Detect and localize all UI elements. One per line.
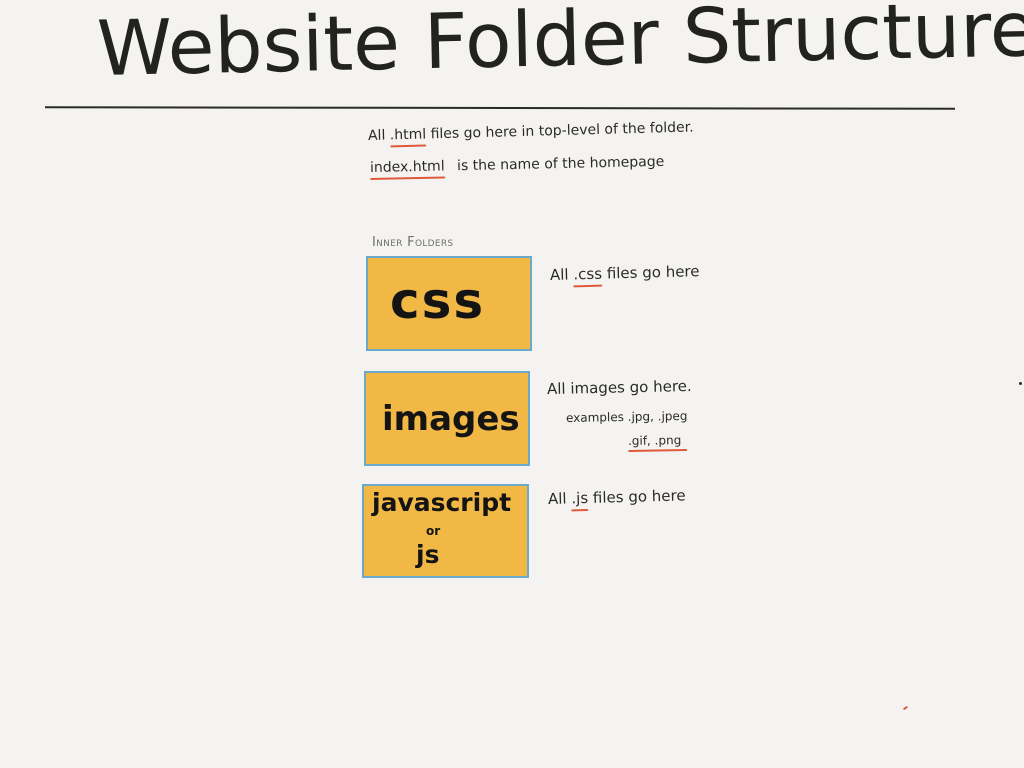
js-note-suffix: files go here (592, 486, 686, 507)
css-folder-box: css (366, 256, 532, 351)
title-divider (44, 106, 956, 110)
page-title: Website Folder Structure (96, 0, 1024, 93)
intro-line-2-suffix: is the name of the homepage (456, 153, 665, 175)
images-folder-note-line-3: .gif, .png (628, 433, 688, 448)
javascript-folder-label-line-3: js (416, 540, 440, 569)
html-extension-highlight: .html (389, 126, 427, 144)
intro-line-2: index.html is the name of the homepage (370, 154, 665, 176)
images-folder-note-line-2: examples .jpg, .jpeg (565, 408, 688, 425)
javascript-folder-label-line-1: javascript (372, 488, 512, 517)
javascript-folder-note: All .js files go here (548, 486, 686, 508)
js-extension-highlight: .js (571, 488, 589, 508)
css-note-prefix: All (549, 265, 569, 284)
images-folder-label: images (382, 399, 520, 439)
intro-line-1: All .html files go here in top-level of … (368, 119, 694, 144)
stray-ink-mark (902, 705, 909, 711)
intro-line-1-prefix: All (367, 127, 386, 144)
intro-line-1-suffix: files go here in top-level of the folder… (430, 119, 694, 143)
css-note-suffix: files go here (606, 262, 700, 283)
index-html-highlight: index.html (369, 158, 445, 176)
image-extensions-highlight: .gif, .png (628, 433, 688, 448)
js-note-prefix: All (547, 489, 567, 508)
javascript-folder-label-line-2: or (426, 524, 441, 538)
css-extension-highlight: .css (573, 264, 603, 284)
inner-folders-label: Inner Folders (372, 235, 454, 250)
css-folder-note: All .css files go here (550, 262, 700, 284)
css-folder-label: css (390, 272, 486, 330)
images-folder-note-line-1: All images go here. (546, 376, 692, 398)
javascript-folder-box: javascript or js (362, 484, 529, 578)
stray-ink-dot (1019, 382, 1022, 385)
images-folder-box: images (364, 371, 530, 466)
